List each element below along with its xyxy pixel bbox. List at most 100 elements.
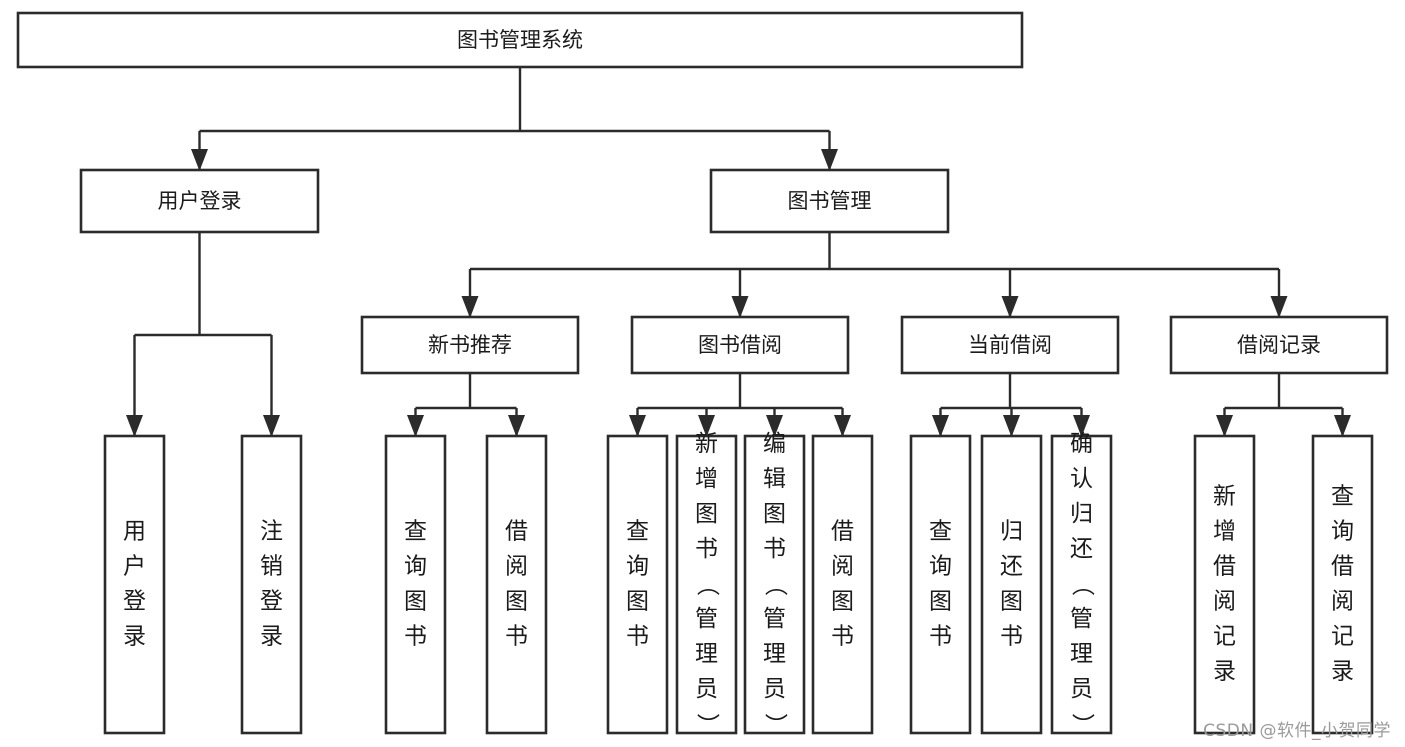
arrow-head-icon [126, 415, 143, 437]
node-label-char: 管 [763, 606, 786, 632]
arrow-head-icon [263, 415, 280, 437]
node-label-char: 询 [929, 554, 952, 580]
node-box-cb-confirm-return [1050, 434, 1113, 735]
node-label-char: ） [762, 713, 788, 736]
csdn-watermark: CSDN @软件_小贺同学 [1203, 721, 1391, 741]
node-box-book-manage [709, 168, 950, 234]
node-book-manage[interactable]: 图书管理 [709, 168, 950, 234]
arrow-head-icon [731, 296, 749, 318]
node-label-char: 查 [929, 519, 952, 545]
node-box-bb-add-book [675, 434, 738, 735]
node-label-char: 录 [1213, 659, 1236, 685]
node-box-bb-query-book [606, 434, 669, 735]
node-box-br-add-record [1193, 434, 1256, 735]
node-label-char: 图 [831, 589, 854, 615]
node-label-char: 查 [404, 519, 427, 545]
node-label-char: 书 [831, 624, 854, 650]
node-box-new-book-recommend [360, 315, 580, 375]
arrow-head-icon [407, 415, 424, 437]
node-label-char: 录 [123, 624, 146, 650]
node-box-borrow-record [1169, 315, 1389, 375]
node-label-char: 图 [505, 589, 528, 615]
node-label-char: 书 [626, 624, 649, 650]
node-label-char: 询 [404, 554, 427, 580]
node-label-char: 图 [763, 501, 786, 527]
arrow-head-icon [1270, 296, 1288, 318]
node-label-char: 查 [626, 519, 649, 545]
node-label-char: ） [694, 713, 720, 736]
arrow-head-icon [629, 415, 646, 437]
node-label-char: 还 [1070, 536, 1093, 562]
node-label-char: 归 [1070, 501, 1093, 527]
node-label-char: 员 [763, 676, 786, 702]
node-label-char: 借 [1213, 554, 1236, 580]
node-box-br-query-record [1311, 434, 1374, 735]
node-label-char: 理 [695, 641, 718, 667]
arrow-head-icon [1216, 415, 1233, 437]
node-label-char: 增 [1213, 519, 1236, 545]
node-label-char: 图 [695, 501, 718, 527]
node-root[interactable]: 图书管理系统 [16, 11, 1024, 69]
arrow-head-icon [821, 149, 838, 171]
node-box-book-borrow [630, 315, 850, 375]
node-label-char: 理 [1070, 641, 1093, 667]
node-label-char: 录 [1331, 659, 1354, 685]
node-label-char: 查 [1331, 484, 1354, 510]
node-label-char: 归 [1000, 519, 1023, 545]
node-label-borrow-record: 借阅记录 [1237, 333, 1321, 357]
node-label-char: 还 [1000, 554, 1023, 580]
node-label-char: 借 [831, 519, 854, 545]
node-label-char: 书 [404, 624, 427, 650]
node-label-char: （ [762, 573, 788, 596]
node-box-root [16, 11, 1024, 69]
node-box-nbr-query-book [384, 434, 447, 735]
node-label-char: 阅 [505, 554, 528, 580]
node-label-user-login: 用户登录 [158, 189, 242, 213]
node-label-char: 销 [260, 554, 283, 580]
node-label-char: 图 [1000, 589, 1023, 615]
node-label-char: 图 [404, 589, 427, 615]
nodes-layer: 图书管理系统用户登录图书管理用户登录注销登录新书推荐查询图书借阅图书图书借阅查询… [16, 11, 1389, 736]
node-label-char: 用 [123, 519, 146, 545]
node-box-nbr-borrow-book [485, 434, 548, 735]
node-label-char: 注 [260, 519, 283, 545]
arrow-head-icon [932, 415, 949, 437]
node-label-char: 增 [695, 466, 718, 492]
node-box-cb-return-book [980, 434, 1043, 735]
node-label-char: 书 [929, 624, 952, 650]
node-new-book-recommend[interactable]: 新书推荐 [360, 315, 580, 375]
node-label-char: （ [1069, 573, 1095, 596]
node-user-login-do[interactable]: 用户登录 [103, 434, 166, 735]
node-label-new-book-recommend: 新书推荐 [428, 333, 512, 357]
node-label-char: 户 [123, 554, 146, 580]
node-label-char: ） [1069, 713, 1095, 736]
node-borrow-record[interactable]: 借阅记录 [1169, 315, 1389, 375]
node-label-char: 认 [1070, 466, 1093, 492]
node-book-borrow[interactable]: 图书借阅 [630, 315, 850, 375]
node-label-char: 新 [1213, 484, 1236, 510]
node-user-login[interactable]: 用户登录 [79, 168, 320, 234]
node-box-user-login [79, 168, 320, 234]
node-label-char: 询 [1331, 519, 1354, 545]
node-current-borrow[interactable]: 当前借阅 [900, 315, 1120, 375]
node-label-char: 理 [763, 641, 786, 667]
arrow-head-icon [1334, 415, 1351, 437]
node-box-user-logout [240, 434, 303, 735]
node-label-current-borrow: 当前借阅 [968, 333, 1052, 357]
node-label-char: 员 [1070, 676, 1093, 702]
node-label-char: 书 [1000, 624, 1023, 650]
